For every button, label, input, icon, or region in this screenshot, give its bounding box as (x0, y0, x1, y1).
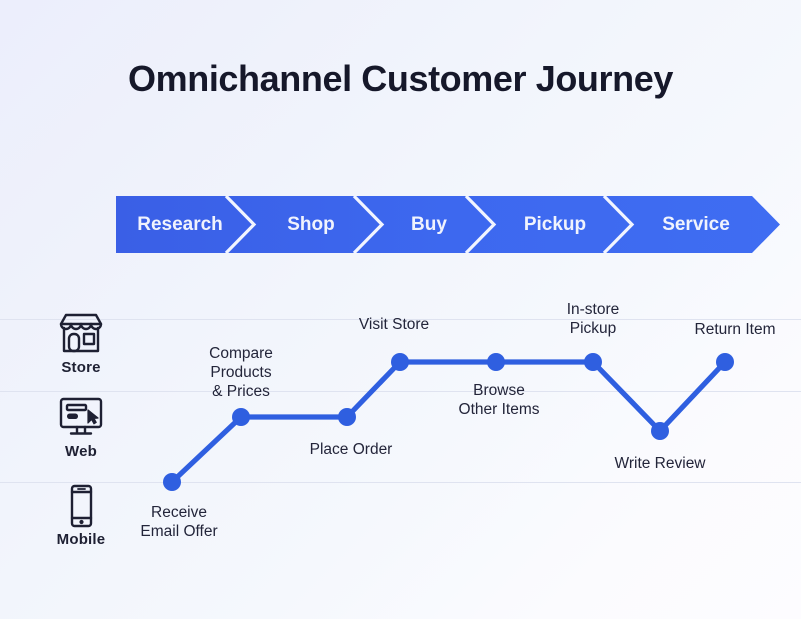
journey-node-label: Browse Other Items (458, 382, 540, 418)
journey-node-label: Return Item (694, 321, 776, 338)
stage-label-service[interactable]: Service (662, 214, 730, 235)
channel-label-mobile: Mobile (56, 531, 106, 548)
desktop-monitor-icon (33, 396, 129, 440)
gridline-store (0, 319, 801, 320)
journey-node-label: Visit Store (358, 316, 430, 333)
journey-node-label: In-store Pickup (566, 301, 620, 337)
journey-node[interactable] (338, 408, 356, 426)
journey-node-label: Write Review (614, 455, 706, 472)
journey-node[interactable] (584, 353, 602, 371)
channel-store: Store (33, 312, 129, 376)
channel-label-web: Web (65, 443, 97, 460)
stage-label-research[interactable]: Research (137, 214, 223, 235)
gridline-mobile (0, 482, 801, 483)
stage-label-shop[interactable]: Shop (287, 214, 335, 235)
storefront-icon (33, 312, 129, 356)
journey-node[interactable] (232, 408, 250, 426)
gridline-web (0, 391, 801, 392)
journey-node-label: Place Order (309, 441, 393, 458)
channel-label-store: Store (61, 359, 101, 376)
journey-node[interactable] (651, 422, 669, 440)
journey-node[interactable] (716, 353, 734, 371)
journey-node-label: Receive Email Offer (140, 504, 218, 540)
smartphone-icon (33, 484, 129, 528)
journey-stage-bar: Research Shop Buy Pickup Service (116, 196, 780, 253)
channel-web: Web (33, 396, 129, 460)
journey-node-label: Compare Products & Prices (209, 345, 273, 400)
channel-mobile: Mobile (33, 484, 129, 548)
page-title: Omnichannel Customer Journey (128, 58, 673, 99)
stage-bar-shape (116, 196, 780, 253)
journey-node[interactable] (391, 353, 409, 371)
stage-label-buy[interactable]: Buy (411, 214, 447, 235)
journey-node[interactable] (487, 353, 505, 371)
stage-label-pickup[interactable]: Pickup (523, 214, 587, 235)
